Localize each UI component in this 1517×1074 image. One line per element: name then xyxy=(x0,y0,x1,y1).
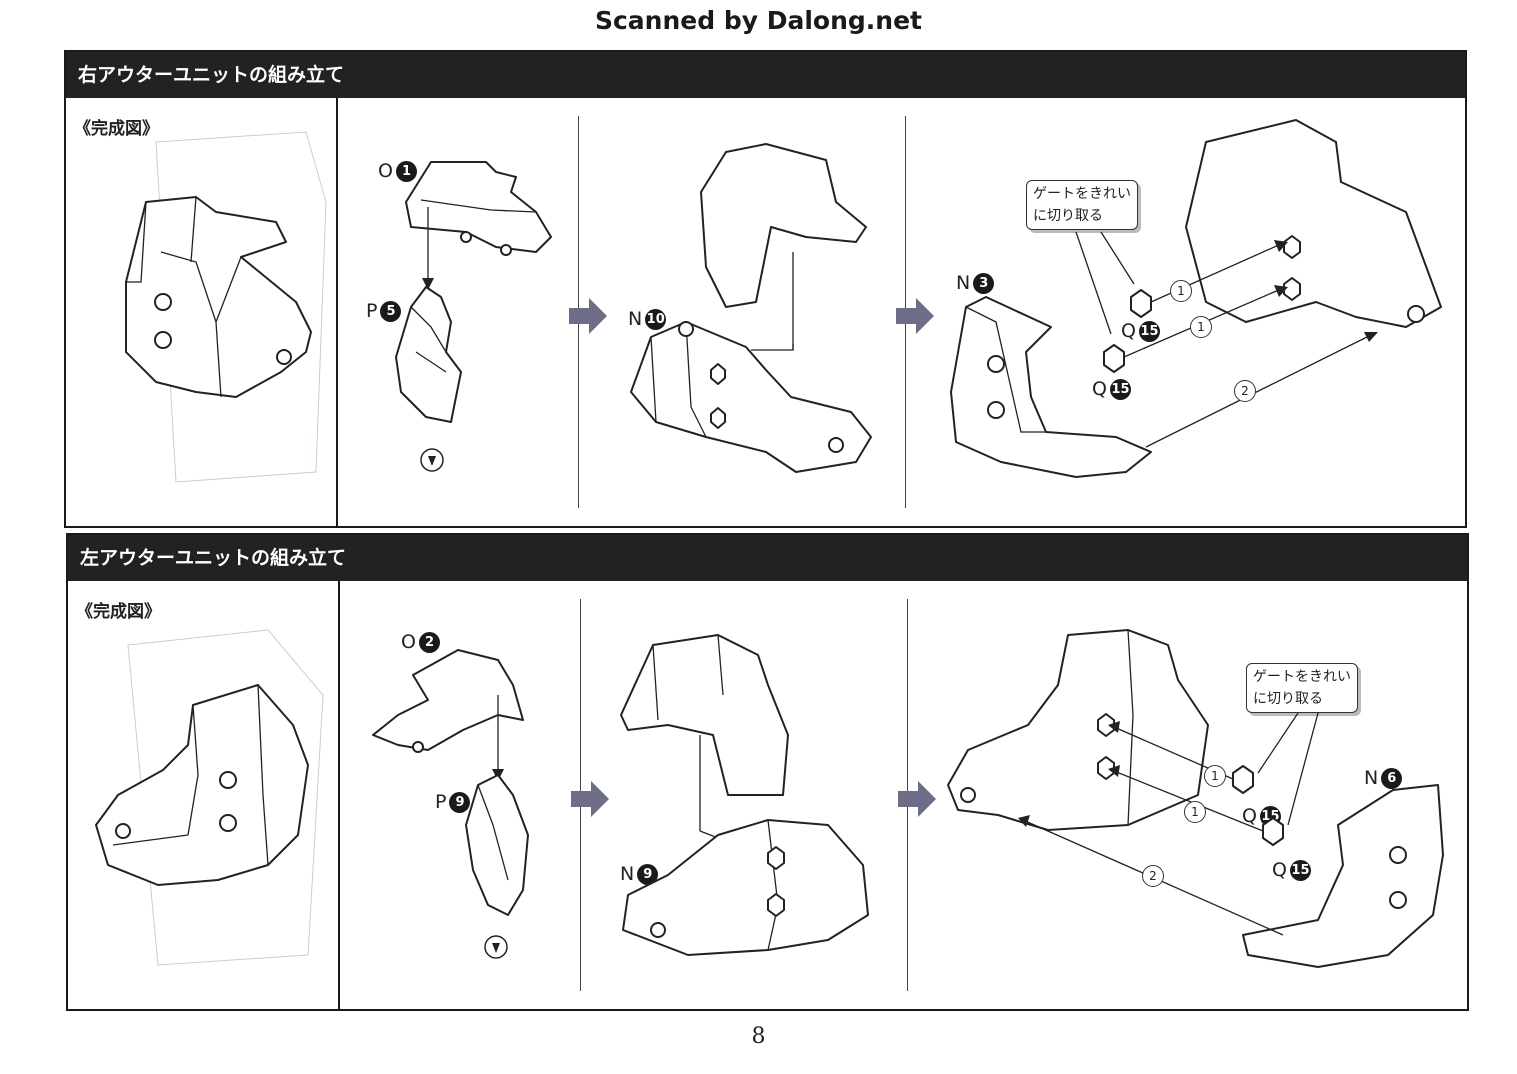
step-number: 1 xyxy=(1204,765,1226,787)
section-title: 右アウターユニットの組み立て xyxy=(66,52,1465,98)
completed-part-illustration xyxy=(95,629,324,966)
step-number: 1 xyxy=(1170,280,1192,302)
step3-illustration xyxy=(947,629,1444,968)
step-number: 2 xyxy=(1234,380,1256,402)
page-number: 8 xyxy=(751,1024,766,1049)
completed-view-label: 《完成図》 xyxy=(76,602,161,622)
flow-arrow-icon xyxy=(571,781,609,817)
flow-arrow-icon xyxy=(898,781,936,817)
completed-view-label: 《完成図》 xyxy=(74,119,159,139)
step1-illustration xyxy=(395,161,552,472)
step-number: 2 xyxy=(1142,865,1164,887)
gate-trim-callout: ゲートをきれい に切り取る xyxy=(1246,663,1358,713)
completed-part-illustration xyxy=(125,131,327,483)
step2-illustration xyxy=(630,143,872,473)
gate-trim-callout: ゲートをきれい に切り取る xyxy=(1026,180,1138,230)
section-title: 左アウターユニットの組み立て xyxy=(68,535,1467,581)
scan-watermark: Scanned by Dalong.net xyxy=(594,6,922,35)
step-number: 1 xyxy=(1184,801,1206,823)
flow-arrow-icon xyxy=(569,298,607,334)
panel-divider xyxy=(338,581,340,1009)
step1-illustration xyxy=(372,649,529,959)
step3-illustration xyxy=(950,119,1442,478)
step-number: 1 xyxy=(1190,316,1212,338)
flow-arrow-icon xyxy=(896,298,934,334)
step2-illustration xyxy=(620,634,869,956)
panel-divider xyxy=(336,98,338,526)
